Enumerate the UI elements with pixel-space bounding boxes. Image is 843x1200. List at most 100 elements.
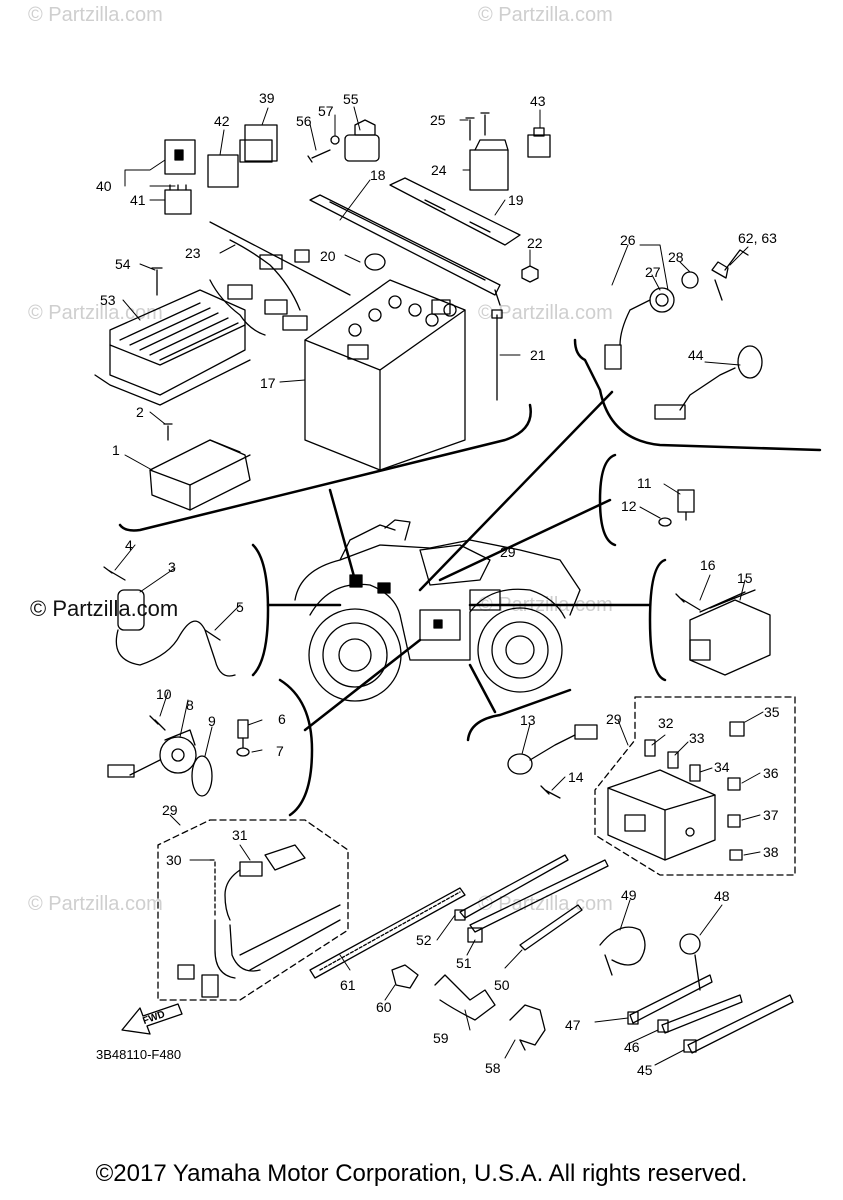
callout-41: 41 xyxy=(130,192,146,208)
part-ecu xyxy=(149,439,251,511)
callout-43: 43 xyxy=(530,93,546,109)
section-divider-right-small xyxy=(598,453,617,547)
part-40-relay xyxy=(164,139,196,175)
callout-17: 17 xyxy=(260,375,276,391)
callout-59: 59 xyxy=(433,1030,449,1046)
part-55-starter-relay xyxy=(344,119,380,162)
callout-53: 53 xyxy=(100,292,116,308)
callout-23: 23 xyxy=(185,245,201,261)
section-divider-right-mid xyxy=(648,558,667,682)
watermark-prominent: © Partzilla.com xyxy=(30,596,179,621)
callout-52: 52 xyxy=(416,932,432,948)
callout-46: 46 xyxy=(624,1039,640,1055)
callout-45: 45 xyxy=(637,1062,653,1078)
leader-low-left-to-atv xyxy=(303,638,422,732)
part-36-fuse xyxy=(727,777,741,791)
watermark-top-left: © Partzilla.com xyxy=(28,4,163,26)
part-33-fuse xyxy=(667,751,679,769)
atv-vehicle-outline xyxy=(294,519,581,702)
part-29-dashed-box-right xyxy=(594,696,796,876)
part-12-washer xyxy=(658,517,672,527)
callout-28: 28 xyxy=(668,249,684,265)
part-29-dashed-box-left xyxy=(157,819,349,1001)
callout-29: 29 xyxy=(500,544,516,560)
callout-30: 30 xyxy=(166,852,182,868)
callout-36: 36 xyxy=(763,765,779,781)
part-59-clamp xyxy=(434,974,496,1021)
callout-49: 49 xyxy=(621,887,637,903)
part-57-washer xyxy=(330,135,340,145)
part-18-bracket xyxy=(309,194,501,306)
fwd-arrow-icon xyxy=(121,1003,183,1035)
part-9-o-ring xyxy=(191,755,213,797)
part-32-fuse xyxy=(644,739,656,757)
part-14-bolt xyxy=(540,785,561,799)
part-42-relay xyxy=(207,154,239,188)
callout-7: 7 xyxy=(276,743,284,759)
part-22-nut xyxy=(521,265,539,283)
part-43-fuse xyxy=(527,127,551,158)
part-38-fuse xyxy=(729,849,743,861)
part-53-module xyxy=(94,289,251,406)
part-16-bolt xyxy=(675,593,701,611)
part-20-damper xyxy=(364,253,386,271)
callout-2: 2 xyxy=(136,404,144,420)
part-25-bolts xyxy=(465,112,490,141)
part-13-sensor xyxy=(507,724,598,775)
part-45-band xyxy=(683,994,794,1054)
section-divider-left-mid xyxy=(251,543,270,677)
callout-35: 35 xyxy=(764,704,780,720)
part-48-clamp xyxy=(679,933,701,991)
part-17-battery xyxy=(304,279,466,471)
callout-16: 16 xyxy=(700,557,716,573)
callout-62-63: 62, 63 xyxy=(738,230,777,246)
callout-24: 24 xyxy=(431,162,447,178)
callout-55: 55 xyxy=(343,91,359,107)
callout-12: 12 xyxy=(621,498,637,514)
leader-top-to-atv xyxy=(328,488,357,582)
callout-51: 51 xyxy=(456,955,472,971)
part-28-cap xyxy=(681,271,699,289)
callout-10: 10 xyxy=(156,686,172,702)
callout-54: 54 xyxy=(115,256,131,272)
callout-11: 11 xyxy=(637,475,652,491)
part-61-cable-tie xyxy=(309,887,466,979)
part-35-fuse xyxy=(729,721,745,737)
callout-44: 44 xyxy=(688,347,704,363)
part-4-screw xyxy=(103,566,126,581)
callout-29b: 29 xyxy=(606,711,622,727)
part-39-relay xyxy=(239,124,278,163)
callout-34: 34 xyxy=(714,759,730,775)
callout-48: 48 xyxy=(714,888,730,904)
copyright-notice: ©2017 Yamaha Motor Corporation, U.S.A. A… xyxy=(95,1160,748,1187)
callout-5: 5 xyxy=(236,599,244,615)
callout-6: 6 xyxy=(278,711,286,727)
callout-37: 37 xyxy=(763,807,779,823)
section-divider-right-low xyxy=(466,688,572,742)
callout-61: 61 xyxy=(340,977,356,993)
part-8-speed-sensor xyxy=(107,729,197,778)
part-10-bolt xyxy=(149,715,166,731)
callout-31: 31 xyxy=(232,827,248,843)
part-23-harness xyxy=(209,221,351,336)
watermark-low-left: © Partzilla.com xyxy=(28,893,163,915)
part-24-relay xyxy=(469,139,509,191)
callout-20: 20 xyxy=(320,248,336,264)
part-3-ignition-coil xyxy=(115,589,236,677)
callout-9: 9 xyxy=(208,713,216,729)
section-divider-top xyxy=(118,403,532,532)
callout-25: 25 xyxy=(430,112,446,128)
part-6-sensor xyxy=(237,719,249,749)
leader-right-to-atv xyxy=(418,390,614,592)
part-49-clamp xyxy=(599,926,646,976)
watermark-mid-right: © Partzilla.com xyxy=(478,302,613,324)
callout-50: 50 xyxy=(494,977,510,993)
watermark-low-right: © Partzilla.com xyxy=(478,893,613,915)
part-62-63-key xyxy=(711,249,749,301)
callout-1: 1 xyxy=(112,442,120,458)
callout-29c: 29 xyxy=(162,802,178,818)
callout-39: 39 xyxy=(259,90,275,106)
leader-low-right-to-atv xyxy=(468,663,497,714)
callout-60: 60 xyxy=(376,999,392,1015)
part-29-harness-lines xyxy=(177,904,341,998)
